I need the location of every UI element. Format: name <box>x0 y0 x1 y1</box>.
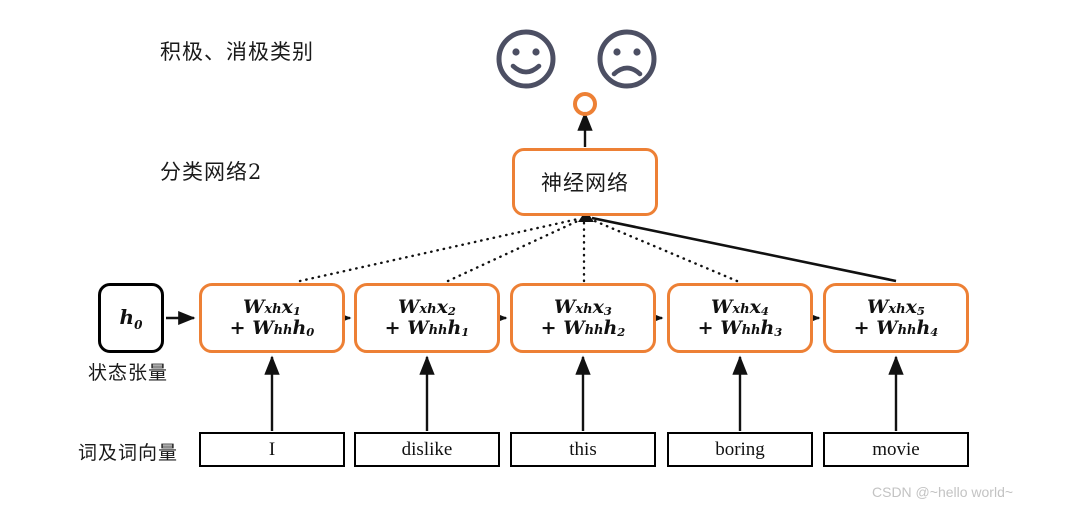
neural-network-label: 神经网络 <box>541 171 629 195</box>
label-state-tensor: 状态张量 <box>88 362 169 384</box>
neural-network-box: 神经网络 <box>512 148 658 216</box>
label-words-and-vectors: 词及词向量 <box>78 442 179 464</box>
dotted-link-cell-2 <box>446 217 584 283</box>
smiley-happy-icon <box>496 29 556 89</box>
rnn-cell-2: Wxhx2 + Whhh1 <box>354 283 500 353</box>
label-classifier-network: 分类网络2 <box>160 160 263 184</box>
word-box-4: boring <box>667 432 813 467</box>
dotted-link-cell-1 <box>298 217 580 283</box>
initial-state-symbol: h0 <box>119 304 143 332</box>
smiley-sad-icon <box>597 29 657 89</box>
rnn-cell-3: Wxhx3 + Whhh2 <box>510 283 656 353</box>
initial-state-box: h0 <box>98 283 164 353</box>
rnn-cell-4-term-state: + Whhh3 <box>697 317 783 339</box>
circle-node-icon <box>573 92 597 116</box>
rnn-cell-5: Wxhx5 + Whhh4 <box>823 283 969 353</box>
rnn-cell-5-term-state: + Whhh4 <box>853 317 939 339</box>
rnn-cell-2-term-state: + Whhh1 <box>384 317 470 339</box>
rnn-cell-3-term-state: + Whhh2 <box>540 317 626 339</box>
rnn-cell-1-term-input: Wxhx1 <box>243 295 301 318</box>
rnn-cell-1: Wxhx1 + Whhh0 <box>199 283 345 353</box>
word-box-3: this <box>510 432 656 467</box>
rnn-cell-1-term-state: + Whhh0 <box>229 317 315 339</box>
rnn-cell-4-term-input: Wxhx4 <box>711 295 769 318</box>
rnn-cell-4: Wxhx4 + Whhh3 <box>667 283 813 353</box>
word-box-1: I <box>199 432 345 467</box>
word-box-2: dislike <box>354 432 500 467</box>
word-box-5: movie <box>823 432 969 467</box>
dotted-link-cell-4 <box>588 217 739 283</box>
solid-link-cell-5 <box>591 216 897 283</box>
rnn-cell-2-term-input: Wxhx2 <box>398 295 456 318</box>
watermark-text: CSDN @~hello world~ <box>872 484 1014 500</box>
rnn-cell-5-term-input: Wxhx5 <box>867 295 925 318</box>
rnn-cell-3-term-input: Wxhx3 <box>554 295 612 318</box>
label-sentiment-categories: 积极、消极类别 <box>160 40 314 64</box>
